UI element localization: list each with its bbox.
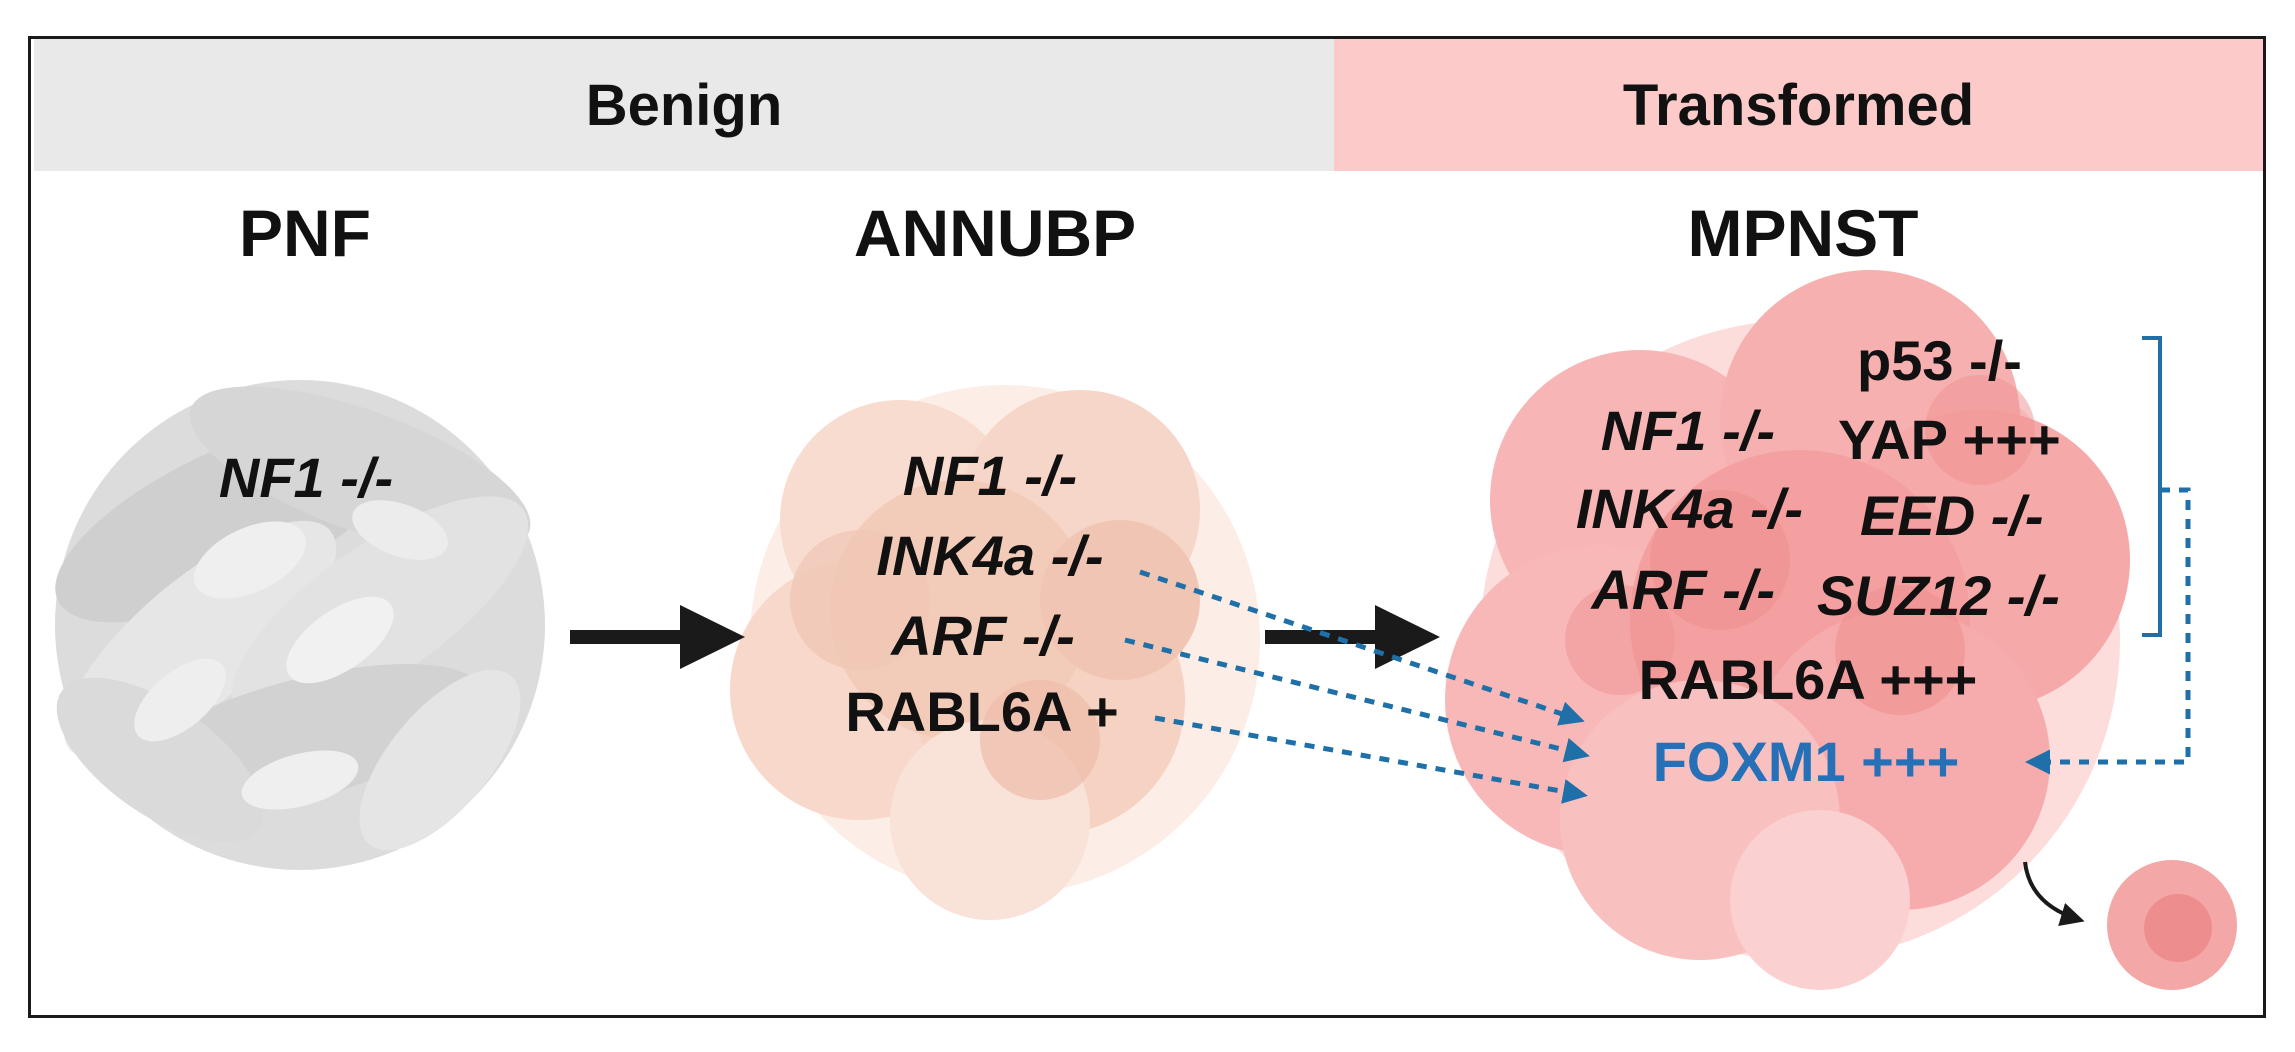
pnf-nf1-gene: NF1 bbox=[218, 446, 325, 509]
ink4a-to-foxm1-arrow bbox=[1139, 569, 1585, 726]
mpnst-p53-label: p53 -/- bbox=[1857, 329, 2022, 392]
mpnst-arf-gene: ARF bbox=[1591, 558, 1707, 621]
mpnst-arf-label: ARF -/- bbox=[1591, 562, 1775, 618]
mpnst-arf-status: -/- bbox=[1722, 558, 1775, 621]
mpnst-suz12-label: SUZ12 -/- bbox=[1817, 568, 2060, 624]
mpnst-cell-cluster bbox=[1445, 270, 2130, 990]
mpnst-eed-status: -/- bbox=[1990, 484, 2044, 547]
rabl6a-to-foxm1-arrow bbox=[1154, 715, 1588, 804]
mpnst-foxm1-label: FOXM1 +++ bbox=[1652, 730, 1960, 793]
benign-header-label: Benign bbox=[585, 72, 783, 138]
mpnst-rabl6a-label: RABL6A +++ bbox=[1638, 648, 1978, 711]
annubp-arf-label: ARF -/- bbox=[891, 608, 1075, 664]
mpnst-gene-bracket bbox=[2142, 336, 2162, 637]
annubp-ink4a-gene: INK4a bbox=[876, 524, 1036, 587]
mpnst-nf1-label: NF1 -/- bbox=[1601, 403, 1775, 459]
stage-title-annubp: ANNUBP bbox=[853, 196, 1137, 270]
pnf-cell-cluster bbox=[55, 380, 545, 870]
metastatic-cell bbox=[2107, 860, 2237, 990]
annubp-ink4a-label: INK4a -/- bbox=[876, 528, 1103, 584]
annubp-cell-cluster bbox=[730, 385, 1260, 920]
mpnst-nf1-status: -/- bbox=[1722, 399, 1775, 462]
stage-title-pnf: PNF bbox=[239, 196, 371, 270]
pnf-nf1-status: -/- bbox=[340, 446, 394, 509]
mpnst-ink4a-gene: INK4a bbox=[1575, 477, 1735, 540]
transformed-header-label: Transformed bbox=[1622, 72, 1975, 138]
mpnst-nf1-gene: NF1 bbox=[1600, 399, 1707, 462]
progression-arrow-pnf-annubp bbox=[570, 605, 745, 669]
progression-arrow-annubp-mpnst bbox=[1265, 605, 1440, 669]
annubp-nf1-status: -/- bbox=[1024, 444, 1078, 507]
annubp-nf1-label: NF1 -/- bbox=[903, 448, 1077, 504]
annubp-nf1-gene: NF1 bbox=[902, 444, 1009, 507]
pnf-nf1-label: NF1 -/- bbox=[219, 450, 393, 506]
foxm1-regulation-arrows bbox=[1124, 487, 2191, 804]
mpnst-suz12-status: -/- bbox=[2006, 564, 2060, 627]
annubp-ink4a-status: -/- bbox=[1050, 524, 1104, 587]
mpnst-eed-label: EED -/- bbox=[1860, 488, 2044, 544]
mpnst-suz12-gene: SUZ12 bbox=[1817, 564, 1992, 627]
transformed-header: Transformed bbox=[1334, 39, 2263, 171]
mpnst-yap-label: YAP +++ bbox=[1838, 408, 2061, 471]
annubp-arf-status: -/- bbox=[1021, 604, 1075, 667]
mpnst-eed-gene: EED bbox=[1860, 484, 1976, 547]
mpnst-ink4a-label: INK4a -/- bbox=[1576, 481, 1803, 537]
annubp-rabl6a-label: RABL6A + bbox=[845, 680, 1119, 743]
dissemination-arrow bbox=[2023, 861, 2085, 926]
stage-title-mpnst: MPNST bbox=[1687, 196, 1919, 270]
arf-to-foxm1-arrow bbox=[1124, 637, 1590, 763]
mpnst-ink4a-status: -/- bbox=[1750, 477, 1803, 540]
annubp-arf-gene: ARF bbox=[891, 604, 1007, 667]
benign-header: Benign bbox=[34, 39, 1334, 171]
